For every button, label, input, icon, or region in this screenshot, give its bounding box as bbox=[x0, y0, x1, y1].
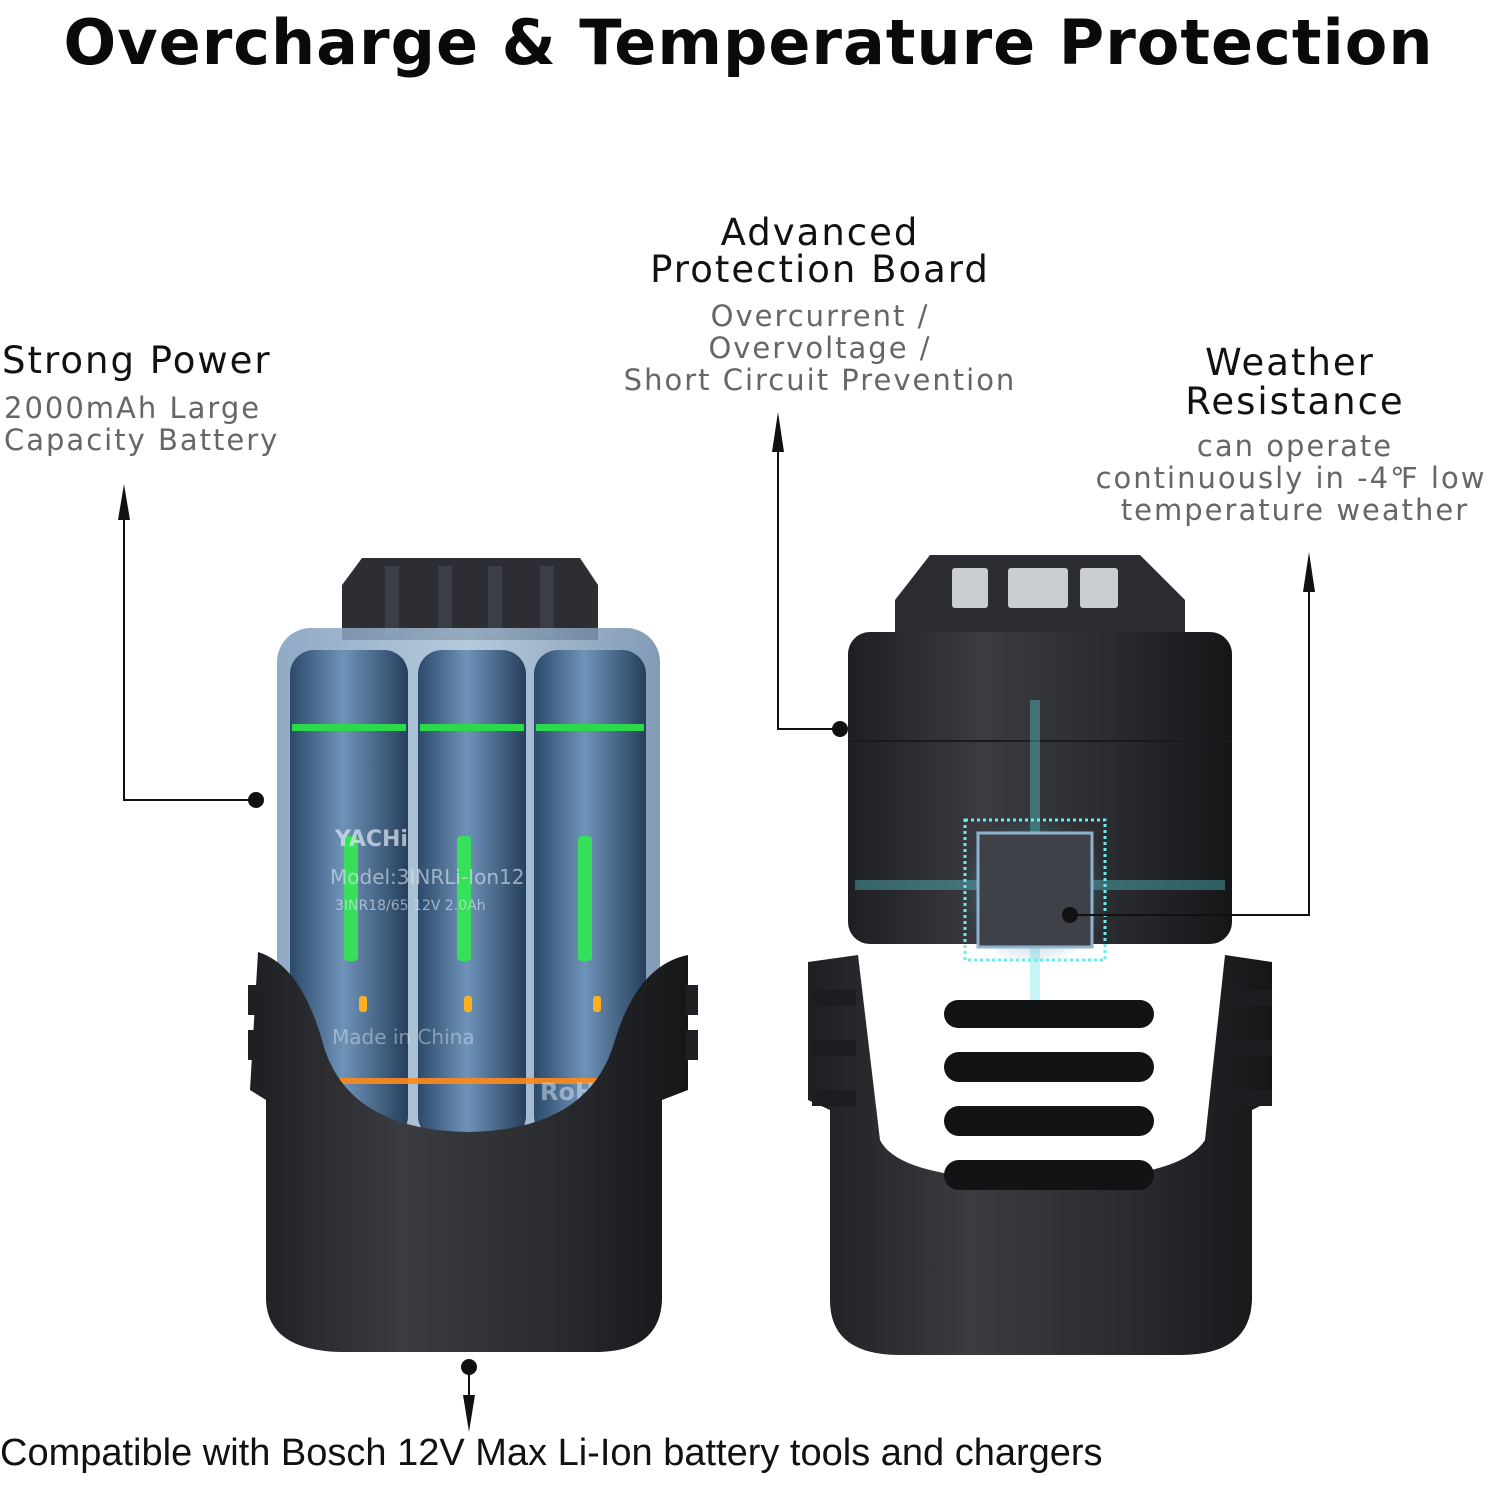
protection-sub-2: Overvoltage / bbox=[708, 331, 932, 365]
battery-cells bbox=[290, 650, 646, 1140]
weather-sub-3: temperature weather bbox=[1120, 493, 1470, 527]
right-battery bbox=[808, 555, 1272, 1355]
protection-arrow-icon bbox=[772, 412, 784, 452]
label-made-in: Made in China bbox=[332, 1025, 475, 1049]
strong-power-leader bbox=[123, 490, 256, 801]
weather-sub-1: can operate bbox=[1196, 429, 1394, 463]
weather-heading-1: Weather bbox=[1205, 341, 1375, 384]
weather-sub-2: continuously in -4℉ low bbox=[1095, 461, 1487, 495]
weather-leader bbox=[1070, 560, 1310, 916]
compatible-arrow-icon bbox=[463, 1395, 475, 1432]
label-brand: YACHi bbox=[334, 827, 408, 852]
protection-heading-2: Protection Board bbox=[650, 248, 990, 291]
protection-leader bbox=[777, 420, 840, 730]
strong-power-heading: Strong Power bbox=[2, 339, 272, 382]
protection-sub-1: Overcurrent / bbox=[710, 299, 930, 333]
strong-power-sub-2: Capacity Battery bbox=[4, 423, 280, 457]
strong-power-arrow-icon bbox=[118, 484, 130, 520]
compatible-dot-icon bbox=[461, 1359, 477, 1375]
compatibility-note: Compatible with Bosch 12V Max Li-Ion bat… bbox=[0, 1432, 1103, 1474]
page-title: Overcharge & Temperature Protection bbox=[63, 6, 1434, 79]
label-model: Model:3INRLi-Ion12 bbox=[330, 865, 524, 889]
weather-arrow-icon bbox=[1303, 552, 1315, 592]
protection-sub-3: Short Circuit Prevention bbox=[623, 363, 1017, 397]
left-battery-cutaway: YACHi Model:3INRLi-Ion12 3INR18/65 12V 2… bbox=[248, 558, 698, 1352]
weather-heading-2: Resistance bbox=[1185, 380, 1405, 423]
strong-power-sub-1: 2000mAh Large bbox=[4, 391, 262, 425]
label-spec: 3INR18/65 12V 2.0Ah bbox=[335, 898, 486, 914]
strong-power-dot-icon bbox=[248, 792, 264, 808]
protection-dot-icon bbox=[832, 721, 848, 737]
protection-heading-1: Advanced bbox=[720, 211, 920, 254]
weather-dot-icon bbox=[1062, 907, 1078, 923]
